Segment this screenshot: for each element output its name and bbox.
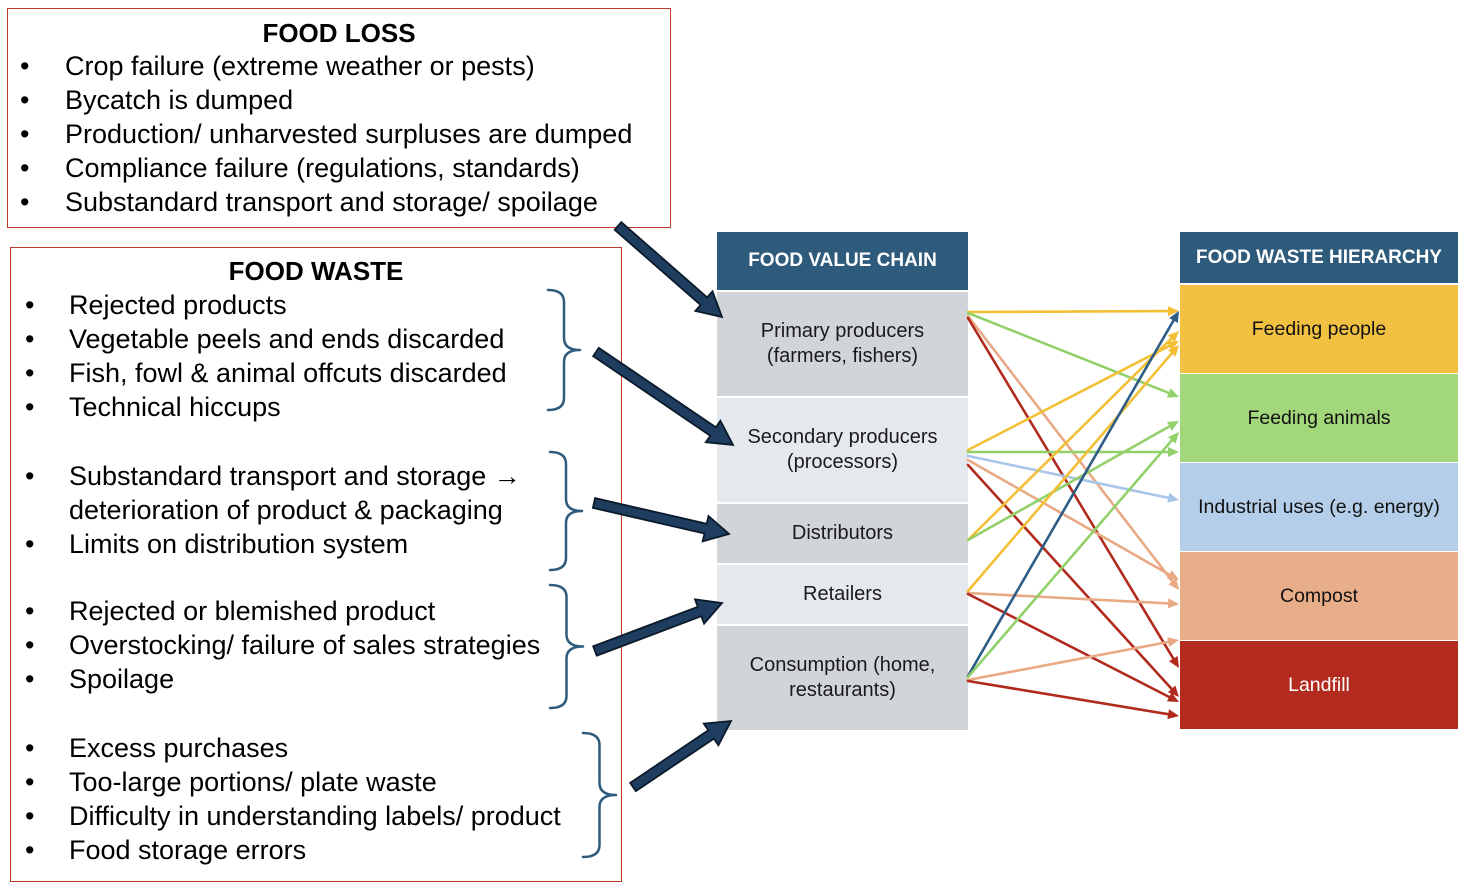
level-compost: Compost [1180,552,1458,640]
food-waste-item: Overstocking/ failure of sales strategie… [11,628,621,662]
level-industrial-uses: Industrial uses (e.g. energy) [1180,463,1458,551]
flow-secondary-to-feeding-people [966,341,1179,452]
food-waste-item: Spoilage [11,662,621,696]
flow-distributors-to-feeding-people [966,331,1179,542]
food-loss-item: Bycatch is dumped [8,83,670,117]
food-waste-hierarchy: FOOD WASTE HIERARCHY Feeding people Feed… [1180,232,1458,729]
stage-secondary-producers: Secondary producers (processors) [717,398,968,502]
stage-primary-producers: Primary producers (farmers, fishers) [717,292,968,396]
food-loss-item: Substandard transport and storage/ spoil… [8,185,670,219]
food-loss-title: FOOD LOSS [262,18,416,48]
flow-primary-to-landfill [966,316,1179,668]
food-waste-item: Limits on distribution system [11,527,621,561]
flow-primary-to-feeding-people [966,306,1179,317]
level-landfill: Landfill [1180,641,1458,729]
food-waste-item: Rejected products [11,288,621,322]
food-waste-item: Vegetable peels and ends discarded [11,322,621,356]
food-waste-item: Excess purchases [11,731,621,765]
food-loss-item: Compliance failure (regulations, standar… [8,151,670,185]
flow-consumption-to-feeding-people [966,311,1179,678]
food-loss-item: Crop failure (extreme weather or pests) [8,49,670,83]
level-feeding-people: Feeding people [1180,285,1458,373]
food-waste-item: Food storage errors [11,833,621,867]
flow-retailers-to-feeding-people [966,345,1179,593]
stage-consumption: Consumption (home, restaurants) [717,626,968,730]
food-waste-item: Difficulty in understanding labels/ prod… [11,799,621,833]
food-waste-group-production: Rejected products Vegetable peels and en… [11,288,621,424]
arrow-food-loss-to-primary-producers [613,220,724,319]
stage-distributors: Distributors [717,504,968,563]
food-waste-item: Rejected or blemished product [11,594,621,628]
arrow-consumer-waste-to-consumption [628,719,733,793]
food-waste-group-retail: Rejected or blemished product Overstocki… [11,594,621,696]
food-waste-group-distribution: Substandard transport and storage → dete… [11,459,621,561]
flow-secondary-to-landfill [966,463,1179,697]
food-waste-item: Too-large portions/ plate waste [11,765,621,799]
level-feeding-animals: Feeding animals [1180,374,1458,462]
flow-consumption-to-feeding-animals [966,432,1179,679]
food-waste-item: Substandard transport and storage → dete… [11,459,621,527]
flow-distributors-to-feeding-animals [966,421,1179,542]
flow-primary-to-feeding-animals [966,311,1179,398]
food-waste-title: FOOD WASTE [228,256,404,286]
food-waste-group-consumption: Excess purchases Too-large portions/ pla… [11,731,621,867]
food-value-chain-header: FOOD VALUE CHAIN [717,232,968,290]
food-waste-hierarchy-header: FOOD WASTE HIERARCHY [1180,232,1458,283]
food-waste-item: Fish, fowl & animal offcuts discarded [11,356,621,390]
flow-primary-to-compost [966,314,1179,590]
food-value-chain: FOOD VALUE CHAIN Primary producers (farm… [717,232,968,730]
flow-consumption-to-landfill [966,679,1179,720]
food-waste-item: Technical hiccups [11,390,621,424]
flow-retailers-to-landfill [966,592,1179,702]
flow-secondary-to-compost [966,458,1179,580]
food-waste-box: FOOD WASTE Rejected products Vegetable p… [10,247,622,882]
flow-secondary-to-feeding-animals [966,447,1179,457]
flow-retailers-to-compost [966,591,1179,609]
food-loss-item: Production/ unharvested surpluses are du… [8,117,670,151]
food-loss-box: FOOD LOSS Crop failure (extreme weather … [7,8,671,228]
flow-consumption-to-compost [966,637,1179,682]
stage-retailers: Retailers [717,565,968,624]
flow-secondary-to-industrial-uses [966,454,1179,503]
food-loss-list: Crop failure (extreme weather or pests) … [8,49,670,219]
